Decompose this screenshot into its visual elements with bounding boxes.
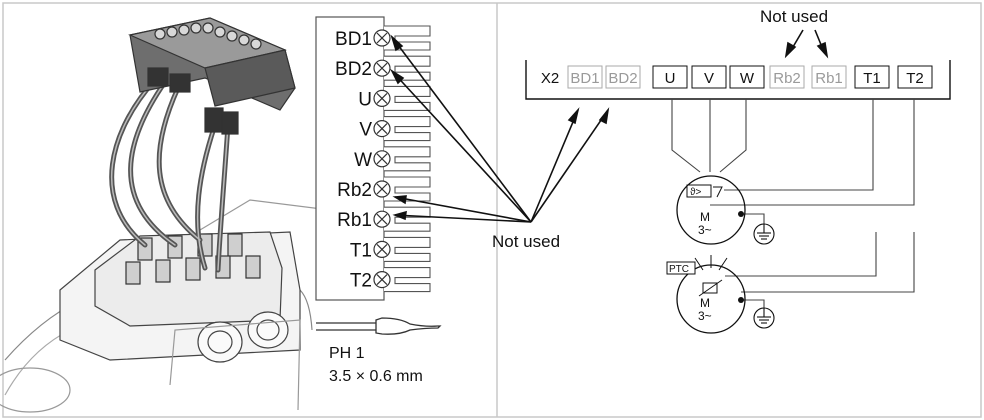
terminal-strip-frame — [525, 60, 951, 100]
connector-terminal-label: T2 — [350, 271, 372, 292]
plug-connector-illustration — [128, 17, 296, 135]
thermal-switch-contact — [713, 186, 723, 198]
connector-terminal-label: BD1 — [335, 29, 372, 50]
ptc-label: PTC — [669, 264, 689, 275]
connector-terminal-label: BD2 — [335, 59, 372, 80]
terminal-strip-cell — [567, 65, 603, 89]
not-used-arrows-top — [784, 29, 829, 59]
ground-icon-top — [753, 223, 775, 245]
terminal-strip-label: W — [740, 70, 755, 87]
connector-terminal-label: W — [354, 150, 372, 171]
ptc-label-box — [666, 261, 696, 275]
screwdriver-type: PH 1 — [329, 345, 365, 362]
connector-body — [315, 16, 385, 301]
ground-junction-top — [738, 211, 744, 217]
ground-junction-bottom — [738, 297, 744, 303]
terminal-strip-cell — [691, 65, 727, 89]
terminal-strip-label: BD2 — [608, 70, 637, 87]
connector-finger — [384, 85, 431, 111]
connector-finger — [384, 25, 431, 51]
screwdriver-icon — [316, 317, 442, 335]
not-used-label-left: Not used — [492, 232, 560, 251]
screw-slot — [376, 92, 388, 104]
connector-finger — [384, 146, 431, 172]
terminal-strip-cell — [854, 65, 890, 89]
motor-circle-top — [676, 175, 746, 245]
terminal-strip-cell — [652, 65, 688, 89]
connector-finger — [384, 55, 431, 81]
screw-slot — [376, 153, 388, 165]
terminal-strip-cell — [769, 65, 805, 89]
screwdriver-size: 3.5 × 0.6 mm — [329, 368, 423, 385]
connector-finger — [384, 236, 431, 262]
connector-terminal-label: U — [358, 89, 372, 110]
connector-terminal-label: Rb1 — [337, 210, 372, 231]
screw-slot — [376, 243, 388, 255]
schematic-wires — [671, 99, 915, 308]
motor-with-thermal-switch: ϑ> M 3~ — [676, 175, 775, 245]
motor-label-m-bottom: M — [700, 296, 710, 310]
motor-label-m-top: M — [700, 210, 710, 224]
thermal-symbol: ϑ> — [690, 187, 701, 198]
terminal-strip-label: BD1 — [570, 70, 599, 87]
screw-slot — [376, 183, 388, 195]
terminal-strip-label: T2 — [906, 70, 924, 87]
ptc-resistor — [702, 282, 718, 294]
connector-terminal-label: Rb2 — [337, 180, 372, 201]
screw-slot — [376, 213, 388, 225]
terminal-strip-cell — [605, 65, 641, 89]
connector-finger — [384, 267, 431, 293]
ptc-leads — [694, 255, 728, 271]
terminal-strip-label: V — [704, 70, 714, 87]
motor-label-3-top: 3~ — [698, 223, 712, 237]
connector-finger — [384, 116, 431, 142]
terminal-strip-cell — [811, 65, 847, 89]
screw-slot — [376, 123, 388, 135]
screw-slot — [376, 32, 388, 44]
screw-slot — [376, 62, 388, 74]
terminal-strip-label: T1 — [863, 70, 881, 87]
terminal-strip-label: Rb2 — [773, 70, 801, 87]
connector-finger — [384, 176, 431, 202]
not-used-arrows-left — [389, 34, 610, 223]
motor-with-ptc: PTC M 3~ — [666, 255, 775, 334]
connector-finger — [384, 206, 431, 232]
ground-icon-bottom — [753, 307, 775, 329]
terminal-strip-label: X2 — [541, 70, 559, 87]
terminal-strip-cell — [729, 65, 765, 89]
not-used-label-top: Not used — [760, 7, 828, 26]
terminal-strip-label: Rb1 — [815, 70, 843, 87]
terminal-strip-cell — [897, 65, 933, 89]
terminal-strip-label: U — [665, 70, 676, 87]
terminal-strip: X2 BD1 BD2 U V W Rb2 Rb1 T1 T2 — [541, 65, 933, 89]
motor-terminal-box-illustration — [0, 199, 331, 413]
connector-terminal-label: V — [359, 120, 372, 141]
connector-terminal-label: T1 — [350, 240, 372, 261]
motor-label-3-bottom: 3~ — [698, 309, 712, 323]
ptc-diagonal — [698, 279, 723, 297]
thermal-symbol-box — [686, 184, 712, 198]
screw-slot — [376, 274, 388, 286]
